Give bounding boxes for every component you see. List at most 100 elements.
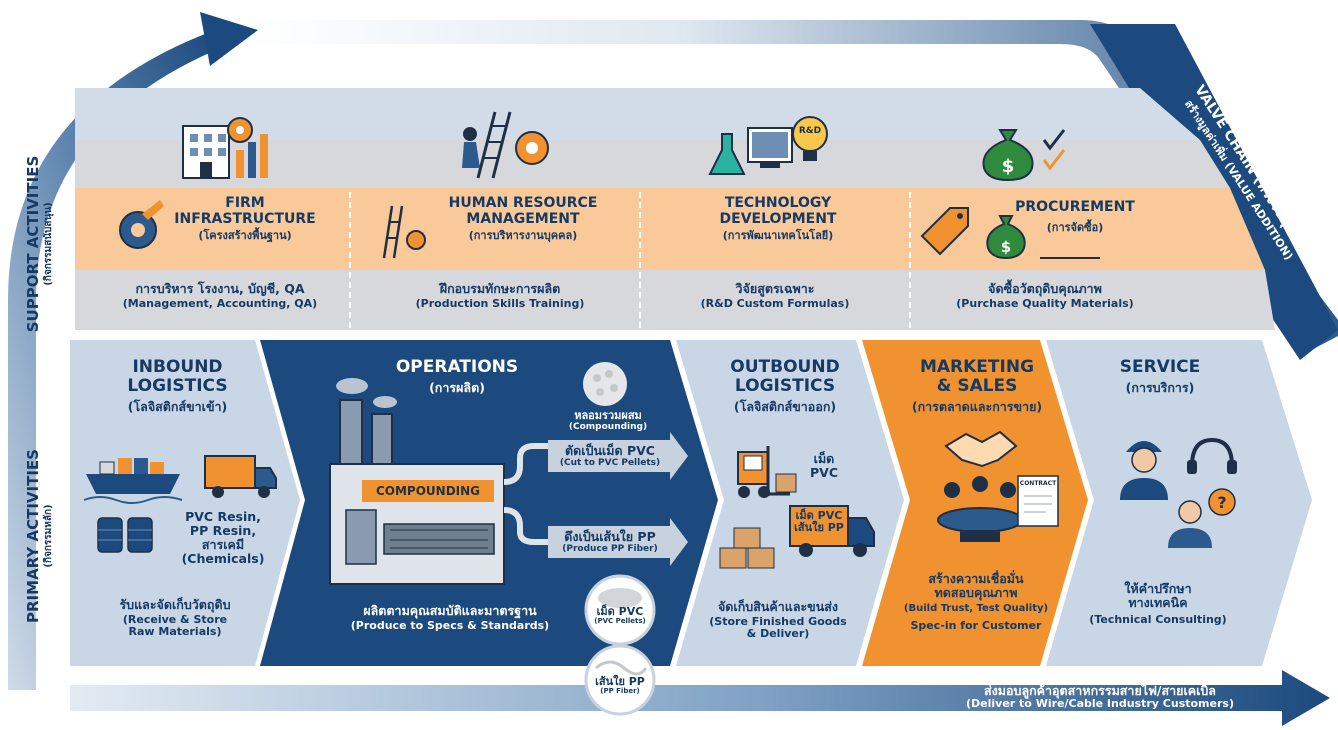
tech-th: (การพัฒนาเทคโนโลยี)	[722, 229, 834, 243]
meeting-table-icon	[937, 476, 1023, 542]
pp-badge-text: เส้นใย PP (PP Fiber)	[590, 675, 650, 696]
outbound-desc-en1: (Store Finished Goods	[709, 615, 847, 628]
procurement-th: (การจัดซื้อ)	[1046, 220, 1104, 234]
outbound-pellet2: PVC	[809, 465, 838, 480]
gear-hand-icon	[119, 200, 164, 249]
outbound-desc-en2: & Deliver)	[746, 627, 810, 641]
chevron-outbound	[676, 340, 904, 666]
marketing-title2: & SALES	[936, 376, 1018, 397]
outbound-pellet1: เม็ด	[813, 451, 835, 466]
operations-desc-th: ผลิตตามคุณสมบัติและมาตรฐาน	[363, 603, 537, 618]
marketing-desc: สร้างความเชื่อมั่น ทดสอบคุณภาพ (Build Tr…	[886, 572, 1066, 633]
inbound-th: (โลจิสติกส์ขาเข้า)	[127, 399, 228, 415]
hr-title: HUMAN RESOURCE	[448, 195, 598, 211]
delivery-th: ส่งมอบลูกค้าอุตสาหกรรมสายไฟ/สายเคเบิ้ล	[984, 683, 1216, 698]
service-desc-en: (Technical Consulting)	[1089, 613, 1227, 626]
service-desc-th1: ให้คำปรึกษา	[1124, 581, 1192, 596]
svg-text:$: $	[1002, 156, 1015, 177]
outbound-th: (โลจิสติกส์ขาออก)	[733, 399, 837, 415]
chevron-inbound	[70, 340, 300, 666]
material-pp: PP Resin,	[189, 523, 257, 538]
outbound-desc: จัดเก็บสินค้าและขนส่ง (Store Finished Go…	[688, 600, 868, 641]
pp-fiber-badge	[584, 644, 656, 716]
tech-title2: DEVELOPMENT	[719, 210, 837, 227]
hr-desc-en: (Production Skills Training)	[415, 297, 585, 310]
building-icon	[182, 117, 268, 179]
process-arrows	[503, 432, 688, 566]
ladder-worker-icon	[382, 205, 426, 259]
question-bubble-icon: ?	[1208, 488, 1236, 516]
firm-title: FIRM	[225, 195, 265, 211]
support-procurement: PROCUREMENT (การจัดซื้อ)	[990, 199, 1160, 234]
mix-th: หลอมรวมผสม	[574, 409, 642, 422]
marketing-spec: Spec-in for Customer	[910, 619, 1042, 633]
hr-th: (การบริหารงานบุคคล)	[468, 229, 578, 243]
material-chem-en: (Chemicals)	[181, 551, 265, 566]
primary-activities-label: PRIMARY ACTIVITIES (กิจกรรมหลัก)	[24, 416, 60, 656]
inbound-desc-th: รับและจัดเก็บวัตถุดิบ	[119, 597, 231, 612]
tech-desc-en: (R&D Custom Formulas)	[700, 297, 850, 310]
left-arc-arrow	[8, 32, 216, 690]
support-desc-procurement: จัดซื้อวัตถุดิบคุณภาพ (Purchase Quality …	[925, 282, 1165, 310]
inbound-heading: INBOUND LOGISTICS (โลจิสติกส์ขาเข้า)	[85, 357, 270, 415]
outbound-pellet-label: เม็ด PVC	[800, 452, 848, 480]
pp-th: ดึงเป็นเส้นใย PP	[564, 529, 656, 544]
inbound-desc-en2: Raw Materials)	[128, 625, 222, 639]
support-agent-icon	[1168, 500, 1212, 548]
forklift-icon	[737, 446, 797, 498]
left-arc-arrowhead	[200, 12, 258, 66]
service-desc-th2: ทางเทคนิค	[1128, 595, 1188, 610]
chevron-service	[1046, 340, 1312, 666]
money-bag-check-icon: $	[982, 129, 1066, 182]
service-heading: SERVICE (การบริการ)	[1080, 357, 1240, 396]
pp-en: (Produce PP Fiber)	[562, 544, 658, 554]
material-pvc: PVC Resin,	[185, 509, 261, 524]
delivery-en: (Deliver to Wire/Cable Industry Customer…	[966, 697, 1234, 710]
barrels-icon	[97, 517, 153, 553]
support-label-text: SUPPORT ACTIVITIES	[24, 155, 42, 333]
bottom-arrow-bar	[70, 670, 1330, 726]
outbound-heading: OUTBOUND LOGISTICS (โลจิสติกส์ขาออก)	[700, 357, 870, 415]
truck-label2: เส้นใย PP	[794, 521, 844, 535]
marketing-th: (การตลาดและการขาย)	[911, 399, 1043, 415]
firm-desc-en: (Management, Accounting, QA)	[122, 297, 318, 310]
pvc-en: (Cut to PVC Pellets)	[559, 458, 661, 468]
pvc-th: ตัดเป็นเม็ด PVC	[565, 443, 655, 458]
service-desc: ให้คำปรึกษา ทางเทคนิค (Technical Consult…	[1068, 582, 1248, 626]
delivery-truck-icon	[204, 455, 277, 498]
compound-pellets-icon	[583, 362, 627, 406]
mixing-label: หลอมรวมผสม (Compounding)	[548, 409, 668, 432]
hr-title2: MANAGEMENT	[466, 210, 580, 227]
pp-process-label: ดึงเป็นเส้นใย PP (Produce PP Fiber)	[550, 529, 670, 555]
factory-icon	[329, 378, 505, 585]
operations-th: (การผลิต)	[429, 380, 485, 396]
pvc-badge-text: เม็ด PVC (PVC Pellets)	[590, 605, 650, 626]
ladder-gear-icon	[462, 111, 549, 179]
support-desc-hr: ฝึกอบรมทักษะการผลิต (Production Skills T…	[380, 282, 620, 310]
outbound-truck-icon	[789, 505, 875, 557]
support-activities-label: SUPPORT ACTIVITIES (กิจกรรมสนับสนุน)	[24, 124, 60, 364]
compounding-label: COMPOUNDING	[375, 484, 481, 498]
firm-title2: INFRASTRUCTURE	[174, 210, 316, 227]
inbound-materials: PVC Resin, PP Resin, สารเคมี (Chemicals)	[168, 510, 278, 566]
delivery-text: ส่งมอบลูกค้าอุตสาหกรรมสายไฟ/สายเคเบิ้ล (…	[930, 684, 1270, 710]
outbound-truck-label: เม็ด PVC เส้นใย PP	[790, 509, 848, 535]
service-title: SERVICE	[1119, 357, 1201, 377]
truck-label1: เม็ด PVC	[795, 509, 843, 522]
marketing-title1: MARKETING	[919, 357, 1035, 377]
primary-label-text: PRIMARY ACTIVITIES	[24, 449, 42, 623]
tech-desc-th: วิจัยสูตรเฉพาะ	[735, 281, 815, 296]
svg-text:$: $	[1001, 238, 1011, 256]
contract-document-icon	[1017, 475, 1059, 527]
inbound-title1: INBOUND	[132, 357, 223, 377]
firm-th: (โครงสร้างพื้นฐาน)	[198, 229, 292, 243]
marketing-desc-th2: ทดสอบคุณภาพ	[934, 585, 1018, 600]
service-th: (การบริการ)	[1125, 380, 1195, 396]
support-label-th: (กิจกรรมสนับสนุน)	[43, 202, 54, 286]
support-band-gray	[75, 140, 1230, 188]
firm-desc-th: การบริหาร โรงงาน, บัญชี, QA	[135, 281, 305, 296]
operations-title: OPERATIONS	[395, 357, 519, 377]
procurement-title: PROCUREMENT	[1015, 199, 1135, 215]
price-tag-icon: $	[920, 207, 1100, 260]
